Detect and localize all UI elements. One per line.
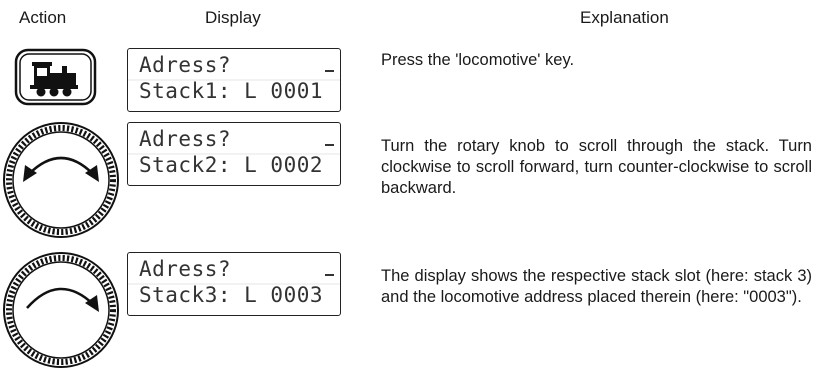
lcd-line-2: Stack2: L 0002	[139, 153, 324, 177]
lcd-line-1: Adress?	[139, 53, 232, 77]
lcd-display: Adress? Stack3: L 0003	[127, 252, 341, 316]
lcd-line-1: Adress?	[139, 257, 232, 281]
rotary-knob-clockwise-icon	[3, 252, 119, 368]
header-explanation: Explanation	[580, 8, 669, 27]
instruction-row: Adress? Stack2: L 0002 Turn the rotary k…	[0, 120, 823, 250]
explanation-text: Turn the rotary knob to scroll through t…	[381, 137, 812, 197]
instruction-row: Adress? Stack1: L 0001 Press the 'locomo…	[0, 44, 823, 112]
lcd-display: Adress? Stack2: L 0002	[127, 122, 341, 186]
lcd-grid	[128, 79, 340, 81]
explanation-text: Press the 'locomotive' key.	[381, 51, 575, 69]
lcd-cursor	[325, 144, 334, 146]
lcd-cursor	[325, 274, 334, 276]
lcd-line-1: Adress?	[139, 127, 232, 151]
rotary-knob-both-directions-icon	[3, 122, 119, 238]
header-display: Display	[205, 8, 261, 27]
lcd-grid	[128, 153, 340, 155]
header-action: Action	[19, 8, 67, 27]
lcd-line-2: Stack1: L 0001	[139, 79, 324, 103]
explanation-text: The display shows the respective stack s…	[381, 267, 812, 306]
lcd-grid	[128, 283, 340, 285]
lcd-display: Adress? Stack1: L 0001	[127, 48, 341, 112]
lcd-line-2: Stack3: L 0003	[139, 283, 324, 307]
locomotive-key-icon	[14, 48, 97, 106]
lcd-cursor	[325, 70, 334, 72]
instruction-row: Adress? Stack3: L 0003 The display shows…	[0, 250, 823, 368]
